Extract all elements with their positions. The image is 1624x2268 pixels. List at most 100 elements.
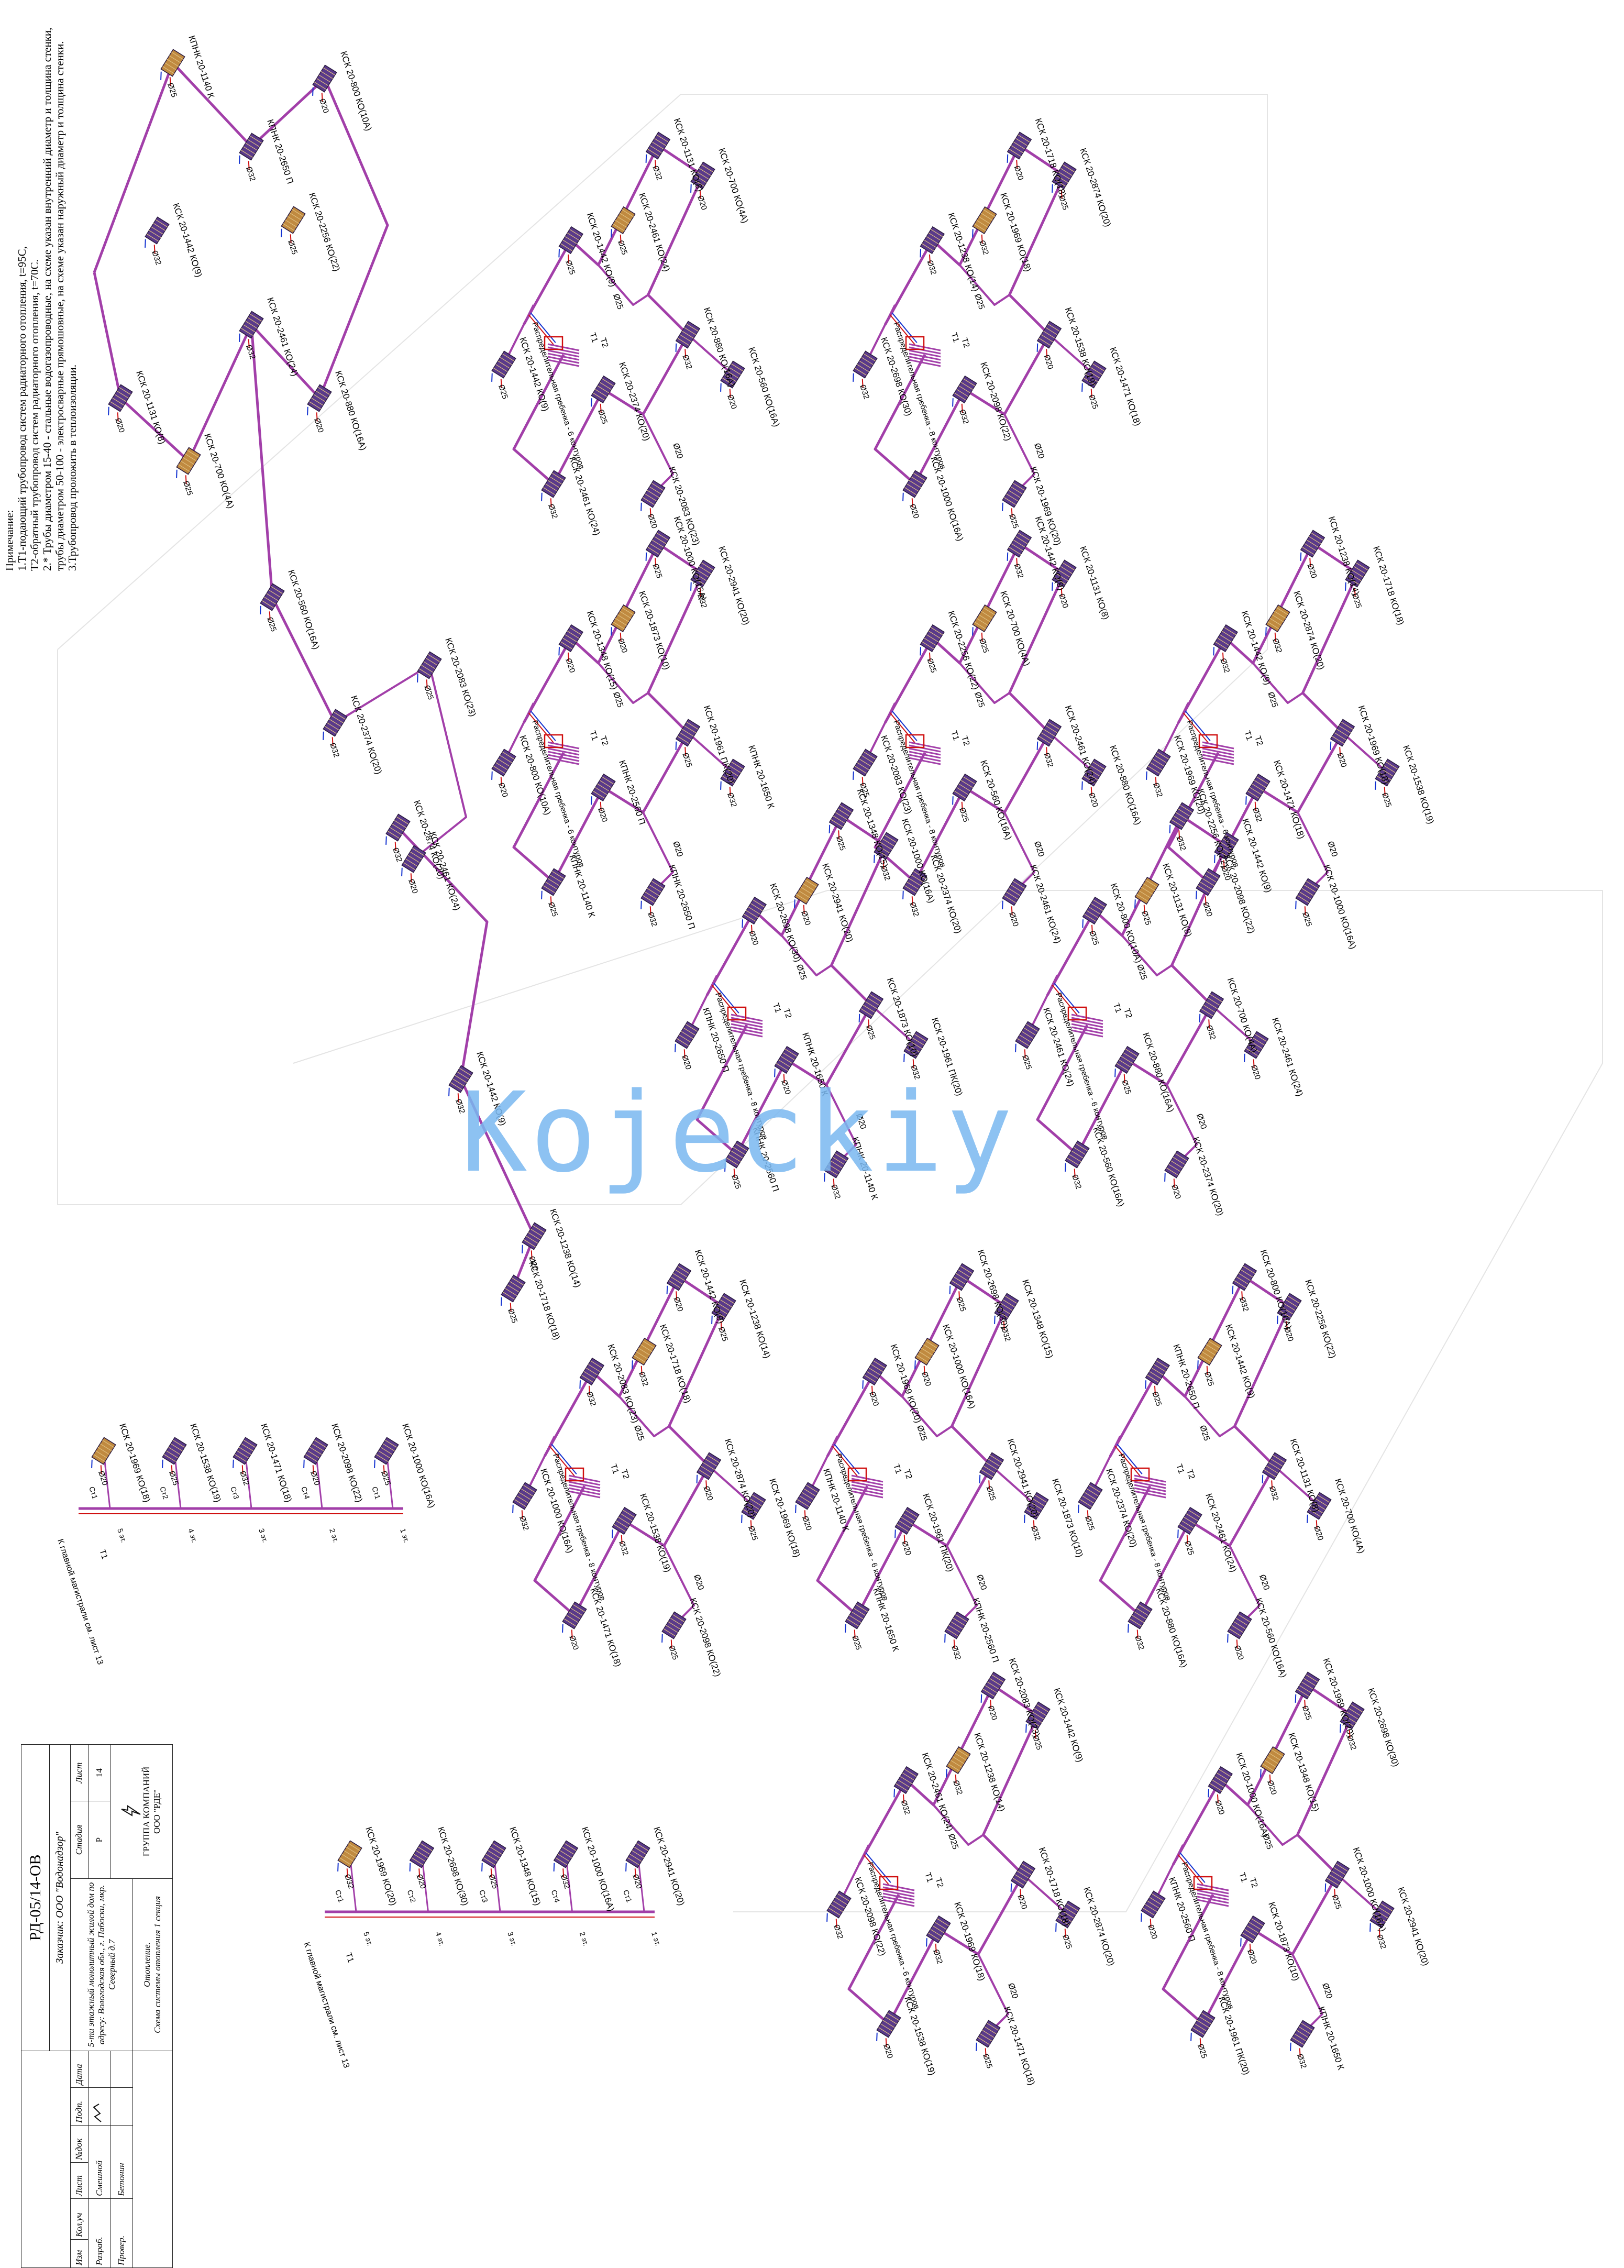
radiator-fin (954, 1753, 967, 1761)
radiator-fin (911, 874, 923, 883)
radiator-supply (1384, 787, 1386, 796)
radiator-supply (903, 1535, 905, 1545)
radiator (374, 1437, 399, 1474)
radiator-return (979, 1474, 981, 1483)
radiator-fin (926, 634, 938, 642)
radiator-supply (683, 1049, 686, 1059)
radiator-supply (1091, 924, 1093, 934)
manifold-tube (568, 1474, 601, 1483)
riser-stub (174, 1461, 182, 1509)
radiator-label: КСК 20-1000 КО(16А) (580, 1825, 616, 1912)
t1-label: Т1 (949, 730, 960, 742)
radiator-return (312, 87, 314, 96)
radiator-supply (1016, 558, 1018, 567)
radiator (1024, 1492, 1049, 1529)
radiator (980, 1671, 1006, 1709)
radiator-fin (1084, 378, 1096, 386)
manifold-frame (1198, 734, 1218, 748)
radiator-fin (1154, 1364, 1166, 1372)
radiator-label: КСК 20-880 КО(16А) (702, 306, 737, 388)
radiator-fin (1021, 1864, 1034, 1871)
radiator-fin (1045, 725, 1058, 733)
diameter-label: Ø20 (564, 657, 577, 674)
radiator-fin (1267, 621, 1279, 630)
t2-label: Т2 (619, 1468, 631, 1480)
diameter-label: Ø25 (1150, 1390, 1163, 1407)
radiator-supply (1334, 1889, 1336, 1898)
radiator-fin (882, 838, 894, 846)
radiator-fin (654, 536, 667, 544)
radiator-fin (954, 392, 966, 401)
branch (870, 1004, 917, 1046)
radiator-supply (1378, 1929, 1380, 1938)
radiator-fin (681, 1031, 693, 1039)
radiator-return (1240, 1938, 1242, 1947)
radiator-fin (1279, 1310, 1291, 1318)
manifold-frame (905, 336, 925, 350)
radiator (1208, 1766, 1233, 1804)
radiator-supply (750, 924, 753, 934)
manifold-tube (851, 1478, 883, 1486)
diameter-label: Ø20 (317, 97, 330, 114)
radiator-fin (289, 212, 302, 221)
radiator-fin (1136, 1608, 1148, 1616)
radiator-supply (961, 403, 963, 413)
radiator (501, 1274, 526, 1312)
radiator-fin (974, 621, 986, 630)
t1-label: Т1 (609, 1463, 620, 1475)
radiator-fin (567, 233, 579, 241)
radiator-return (1081, 781, 1083, 790)
radiator-fin (334, 712, 346, 720)
radiator-fin (1236, 1276, 1249, 1285)
radiator-fin (1306, 1675, 1318, 1682)
radiator-fin (1210, 994, 1222, 1002)
radiator-return (1227, 1634, 1229, 1643)
radiator-fin (412, 848, 424, 856)
radiator (640, 878, 666, 916)
radiator-fin (171, 52, 183, 60)
manifold-tube (1202, 741, 1234, 750)
stage-value: Р (88, 1801, 111, 1879)
radiator-label: КСК 20-1718 КО(18) (527, 1260, 562, 1341)
radiator-supply (1011, 508, 1013, 518)
radiator-label: КСК 20-1969 КО(18) (767, 1477, 802, 1558)
supply-line (711, 985, 737, 1016)
distributor-manifold (847, 1467, 883, 1499)
diameter-label: Ø32 (879, 865, 892, 882)
diameter-label: Ø20 (692, 1573, 705, 1591)
radiator-fin (701, 164, 713, 172)
radiator-supply (1173, 1179, 1175, 1188)
radiator-return (661, 1634, 663, 1643)
radiator-label: КСК 20-2874 КО(20) (412, 799, 447, 880)
role-developer: Разраб. (88, 2198, 111, 2268)
radiator-fin (1346, 1711, 1358, 1720)
radiator-fin (1199, 2016, 1211, 2024)
radiator (312, 64, 337, 102)
radiator-return (1214, 854, 1216, 863)
radiator-fin (1200, 882, 1212, 890)
radiator-fin (782, 1052, 795, 1061)
diameter-label: Ø32 (1205, 1024, 1218, 1041)
radiator-fin (1093, 899, 1106, 908)
col-list: Лист (70, 2162, 89, 2199)
diameter-label: Ø32 (681, 354, 694, 370)
radiator-fin (585, 1368, 598, 1375)
t1-label: Т1 (588, 332, 599, 344)
radiator-fin (957, 1749, 969, 1757)
radiator-return (337, 1863, 339, 1871)
radiator-fin (912, 1037, 924, 1045)
radiator-fin (1017, 1870, 1029, 1879)
radiator (448, 1065, 473, 1103)
radiator-fin (952, 1756, 965, 1764)
radiator-label: КСК 20-2461 КО(24) (265, 296, 300, 377)
radiator-fin (728, 367, 741, 375)
diameter-label: Ø20 (1006, 1982, 1020, 2000)
radiator-label: КСК 20-1238 КО(14) (737, 1278, 772, 1359)
radiator-fin (619, 213, 632, 221)
radiator-fin (250, 136, 262, 144)
radiator-fin (1218, 845, 1231, 854)
radiator (894, 1506, 920, 1545)
radiator-fin (956, 1273, 968, 1281)
floor-mark: 4 эт. (434, 1931, 447, 1947)
